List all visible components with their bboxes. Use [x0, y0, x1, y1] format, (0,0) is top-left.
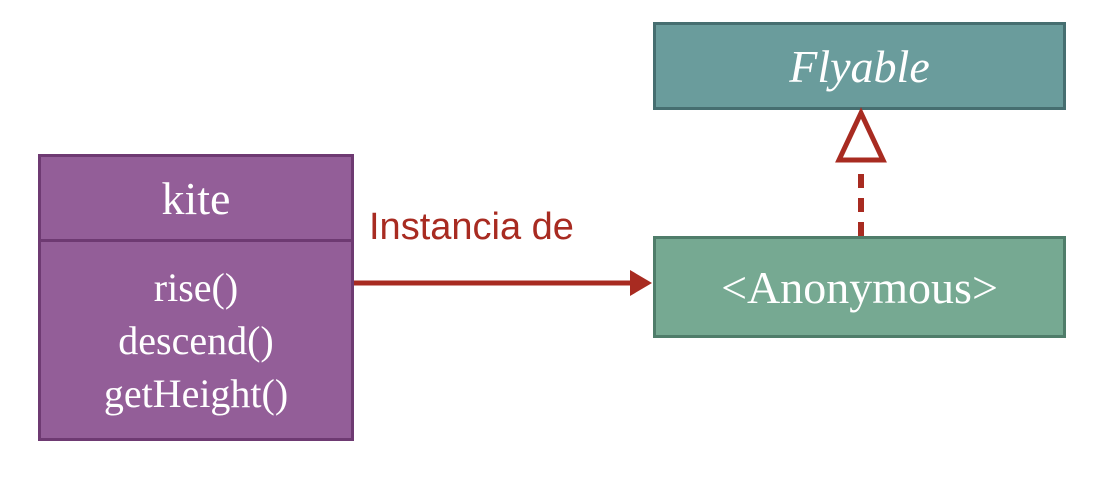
flyable-interface: Flyable: [653, 22, 1066, 110]
anonymous-class-title: <Anonymous>: [721, 261, 998, 313]
method-rise: rise(): [153, 264, 239, 310]
instance-of-label: Instancia de: [369, 206, 574, 248]
kite-class-title: kite: [161, 172, 231, 224]
instance-of-arrowhead: [630, 270, 652, 296]
kite-class-methods: rise() descend() getHeight(): [38, 239, 354, 441]
method-descend: descend(): [118, 317, 274, 363]
method-get-height: getHeight(): [103, 370, 289, 416]
flyable-interface-title: Flyable: [789, 40, 930, 92]
realization-arrowhead: [835, 107, 887, 163]
anonymous-class: <Anonymous>: [653, 236, 1066, 338]
kite-class-name: kite: [38, 154, 354, 242]
